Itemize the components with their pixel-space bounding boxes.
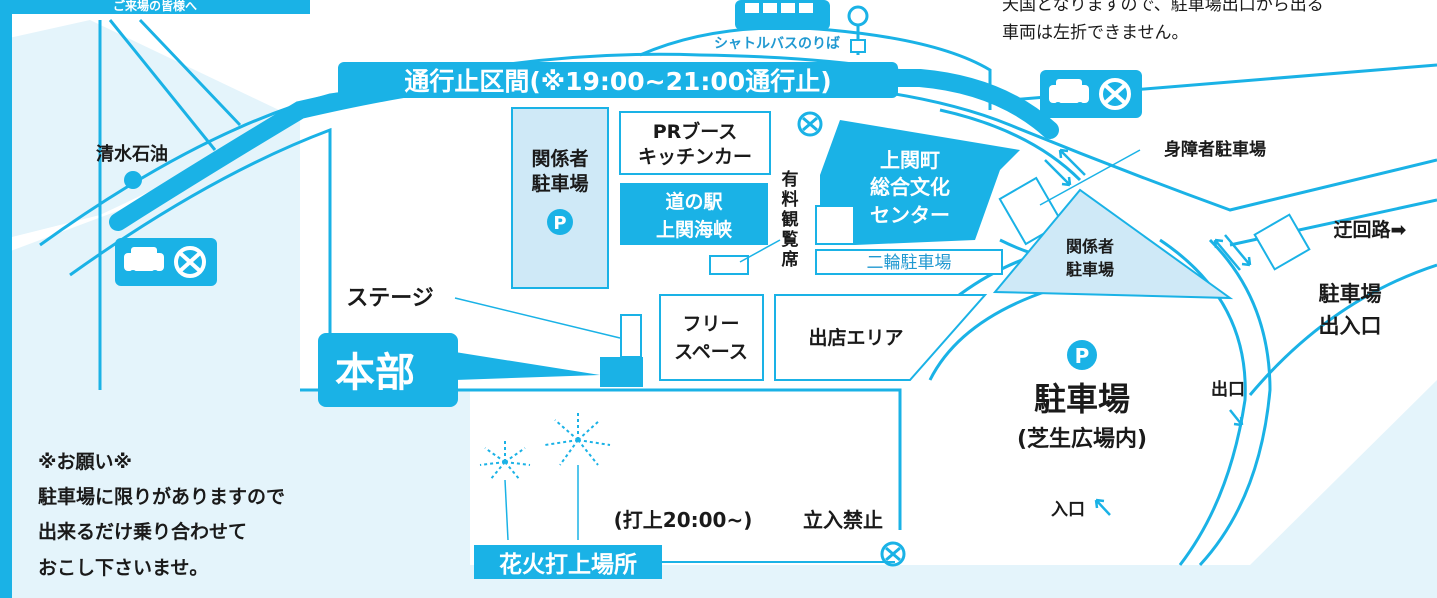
car-no-entry-sign-left (115, 238, 217, 286)
culture-center-line2: 総合文化 (870, 175, 950, 199)
pr-booth-line2: キッチンカー (638, 146, 752, 168)
fireworks-site-label: 花火打上場所 (499, 551, 637, 578)
staff-parking-right-line1: 関係者 (1066, 237, 1114, 256)
ground-area (0, 120, 1437, 598)
firework-trail-1 (504, 479, 509, 541)
stage-label: ステージ (346, 286, 434, 311)
request-line1: 駐車場に限りがありますので (38, 485, 285, 508)
notice-line-1: 天国となりますので、駐車場出口から出る (1002, 0, 1324, 15)
staff-parking-left-line2: 駐車場 (531, 172, 588, 195)
disabled-parking-leader (1039, 149, 1141, 206)
fireworks-icon (479, 412, 611, 481)
car-no-entry-sign-right (1040, 70, 1142, 118)
michi-no-eki (620, 183, 768, 245)
closure-label: 通行止区間(※19:00~21:00通行止) (404, 67, 831, 96)
bike-parking (815, 249, 1003, 275)
shop-area-label: 出店エリア (808, 326, 903, 349)
request-title: ※お願い※ (38, 451, 132, 473)
paid-viewing-char-3: 観 (782, 209, 799, 230)
free-space (659, 294, 764, 381)
entrance-label: 入口 (1051, 500, 1085, 520)
detour-booth (1253, 213, 1311, 271)
michi-no-eki-line2: 上関海峡 (656, 218, 733, 241)
shuttle-label: シャトルバスのりば (714, 36, 840, 52)
main-parking-line2: (芝生広場内) (1017, 426, 1147, 452)
headquarters-badge (318, 333, 458, 407)
parking-entrance-exit-line2: 出入口 (1319, 314, 1382, 338)
request-line2: 出来るだけ乗り合わせて (38, 520, 247, 543)
pr-booth (619, 111, 771, 175)
stage-leader (454, 297, 621, 339)
culture-center-line1: 上関町 (880, 148, 940, 172)
parking-entrance-exit-line1: 駐車場 (1319, 282, 1382, 306)
top-left-banner-text: ご来場の皆様へ (113, 0, 197, 13)
fireworks-time: (打上20:00~) (614, 508, 753, 532)
ground-area-top (0, 20, 300, 240)
pr-booth-line1: PRブース (653, 120, 738, 143)
main-parking-line1: 駐車場 (1034, 380, 1130, 418)
gas-station-label: 清水石油 (96, 143, 168, 165)
culture-center (820, 120, 1020, 245)
disabled-parking-label: 身障者駐車場 (1164, 139, 1266, 160)
headquarters-pointer (455, 352, 600, 380)
fireworks-site-badge (474, 545, 662, 579)
paid-viewing-seat-box (709, 255, 749, 275)
staff-parking-right-line2: 駐車場 (1066, 260, 1114, 279)
direction-arrows (1044, 148, 1252, 516)
no-entry-icon (174, 246, 206, 278)
staff-parking-left-line1: 関係者 (531, 147, 588, 170)
parking-icon-letter: P (553, 213, 566, 234)
notice-line-2: 車両は左折できません。 (1002, 23, 1189, 43)
exit-label: 出口 (1211, 379, 1245, 400)
top-left-banner (0, 0, 310, 14)
left-frame (0, 0, 12, 598)
parking-icon (547, 209, 573, 235)
car-icon (124, 247, 164, 278)
no-entry-sign-icon (797, 111, 823, 137)
no-entry-icon (1099, 78, 1131, 110)
paid-viewing-char-1: 有 (782, 169, 799, 190)
no-entry-label: 立入禁止 (803, 508, 883, 532)
request-line3: おこし下さいませ。 (38, 557, 208, 579)
staff-parking-right (992, 188, 1234, 300)
staff-parking-left (511, 107, 609, 289)
paid-viewing-char-2: 料 (782, 189, 799, 210)
shop-area (774, 294, 988, 381)
headquarters-tent (600, 357, 643, 387)
parking-icon (1067, 340, 1097, 370)
culture-center-line3: センター (870, 203, 950, 227)
no-entry-sign-icon (880, 541, 906, 567)
free-space-line2: スペース (674, 341, 748, 363)
paid-viewing-char-4: 覧 (782, 229, 799, 250)
stage-structure (620, 314, 642, 358)
paid-viewing-char-5: 席 (782, 249, 799, 270)
gas-station-marker (124, 171, 142, 189)
bus-icon (735, 0, 830, 30)
paid-viewing-leader (739, 239, 781, 263)
car-icon (1049, 79, 1089, 110)
detour-label: 迂回路➡ (1334, 218, 1407, 241)
free-space-line1: フリー (682, 313, 739, 335)
closure-label-bg (338, 62, 898, 98)
bike-parking-label: 二輪駐車場 (867, 253, 952, 273)
michi-no-eki-line1: 道の駅 (665, 190, 723, 213)
culture-center-annex (815, 205, 855, 245)
headquarters-label: 本部 (335, 350, 415, 396)
bus-stop-icon (847, 5, 869, 55)
main-parking-p: P (1075, 344, 1090, 368)
